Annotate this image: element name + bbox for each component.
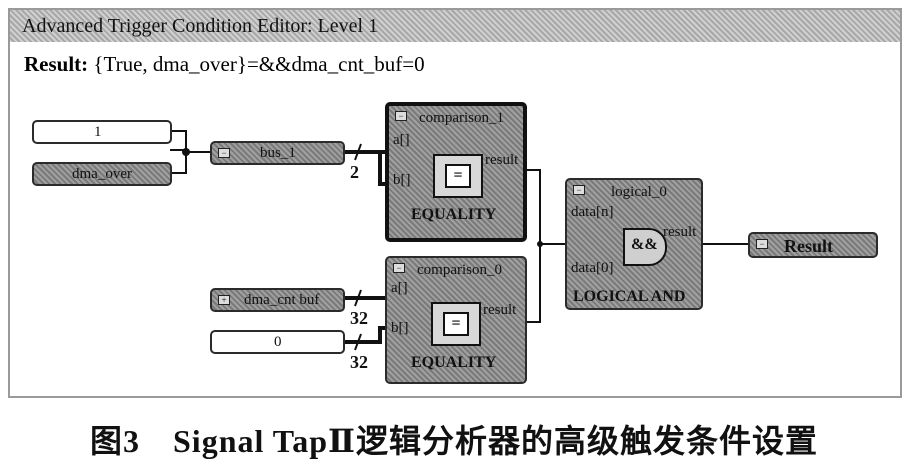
logical-0-node[interactable]: − logical_0 data[n] data[0] result && LO… — [565, 178, 703, 310]
comparison-1-block: = — [433, 154, 483, 198]
comparison-0-block: = — [431, 302, 481, 346]
comparison-0-node[interactable]: − comparison_0 a[] b[] result = EQUALITY — [385, 256, 527, 384]
constant-true-value: 1 — [94, 124, 102, 140]
and-operator: && — [631, 236, 658, 253]
dma-over-node[interactable]: dma_over — [32, 162, 172, 186]
expand-icon[interactable]: + — [218, 295, 230, 305]
comparison-1-title: comparison_1 — [419, 110, 504, 126]
port-b-label: b[] — [391, 320, 409, 336]
collapse-icon[interactable]: − — [573, 185, 585, 195]
figure-caption: 图3 Signal TapⅡ逻辑分析器的高级触发条件设置 — [90, 423, 818, 459]
bus-1-label: bus_1 — [260, 145, 296, 161]
constant-zero-node[interactable]: 0 — [210, 330, 345, 354]
and-gate: && — [623, 228, 667, 266]
port-result-label: result — [485, 152, 519, 168]
constant-zero-value: 0 — [274, 334, 282, 350]
port-data-n-label: data[n] — [571, 204, 614, 220]
equality-operator: = — [443, 312, 469, 336]
equality-operator: = — [445, 164, 471, 188]
dma-cnt-buf-width-label: 32 — [350, 308, 368, 328]
result-label: Result: — [24, 52, 89, 76]
port-b-label: b[] — [393, 172, 411, 188]
port-a-label: a[] — [393, 132, 410, 148]
collapse-icon[interactable]: − — [395, 111, 407, 121]
constant-true-node[interactable]: 1 — [32, 120, 172, 144]
result-output-label: Result — [784, 236, 833, 256]
result-expression: Result: {True, dma_over}=&&dma_cnt_buf=0 — [24, 52, 425, 77]
window-title: Advanced Trigger Condition Editor: Level… — [10, 10, 900, 42]
bus-1-node[interactable]: − bus_1 — [210, 141, 345, 165]
collapse-icon[interactable]: − — [756, 239, 768, 249]
dma-cnt-buf-node[interactable]: + dma_cnt buf — [210, 288, 345, 312]
collapse-icon[interactable]: − — [393, 263, 405, 273]
dma-over-label: dma_over — [72, 166, 132, 182]
result-expression-text: {True, dma_over}=&&dma_cnt_buf=0 — [93, 52, 425, 76]
constant-zero-width-label: 32 — [350, 352, 368, 372]
comparison-0-type: EQUALITY — [411, 354, 497, 371]
comparison-1-type: EQUALITY — [411, 206, 497, 223]
result-output-node[interactable]: − Result — [748, 232, 878, 258]
port-result-label: result — [483, 302, 517, 318]
port-data-0-label: data[0] — [571, 260, 614, 276]
port-a-label: a[] — [391, 280, 408, 296]
bus-1-width-label: 2 — [350, 162, 359, 182]
comparison-1-node[interactable]: − comparison_1 a[] b[] result = EQUALITY — [385, 102, 527, 242]
dma-cnt-buf-label: dma_cnt buf — [244, 292, 320, 308]
comparison-0-title: comparison_0 — [417, 262, 502, 278]
logical-0-type: LOGICAL AND — [573, 288, 686, 305]
logical-0-title: logical_0 — [611, 184, 667, 200]
port-result-label: result — [663, 224, 697, 240]
collapse-icon[interactable]: − — [218, 148, 230, 158]
